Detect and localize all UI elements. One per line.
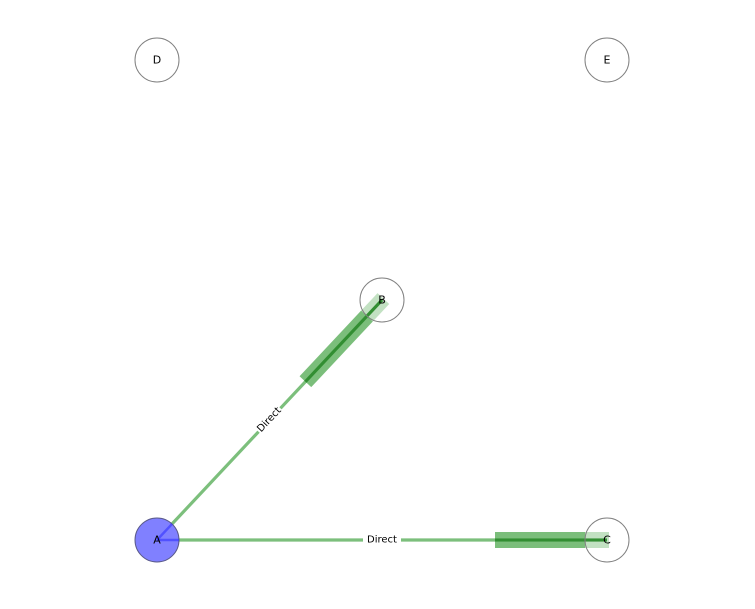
- edge-label: Direct: [255, 405, 284, 434]
- edge-a-c[interactable]: Direct: [157, 532, 609, 548]
- node-label: B: [378, 294, 386, 307]
- edge-a-b[interactable]: Direct: [155, 293, 390, 542]
- node-label: A: [153, 534, 161, 547]
- node-a[interactable]: A: [134, 517, 180, 563]
- node-d[interactable]: D: [134, 37, 180, 83]
- node-circle: [359, 277, 405, 323]
- node-e[interactable]: E: [584, 37, 630, 83]
- edge-line-segment: [155, 430, 260, 542]
- nodes-layer: A B C D E: [134, 37, 630, 563]
- node-label: D: [153, 54, 161, 67]
- node-circle: [584, 517, 630, 563]
- edge-stub: [156, 523, 173, 541]
- node-label: C: [603, 534, 611, 547]
- node-circle: [584, 37, 630, 83]
- edge-arrow-core: [304, 298, 384, 383]
- node-b[interactable]: B: [359, 277, 405, 323]
- edge-label: Direct: [367, 535, 397, 546]
- node-circle: [134, 37, 180, 83]
- node-label: E: [604, 54, 611, 67]
- node-c[interactable]: C: [584, 517, 630, 563]
